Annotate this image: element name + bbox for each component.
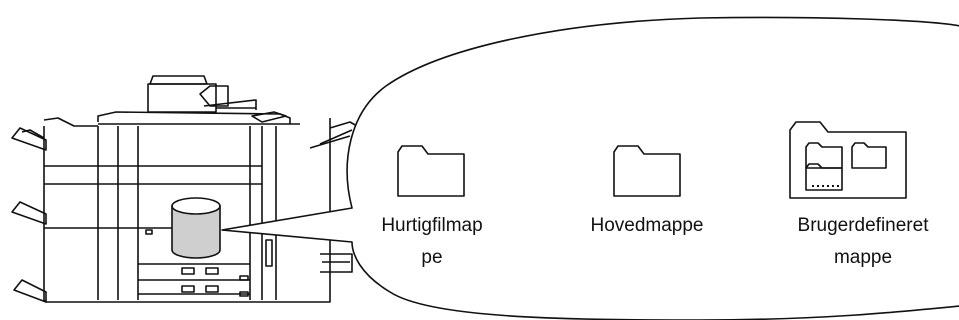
callout-balloon [221, 16, 959, 320]
folder-label-line1: Hovedmappe [590, 215, 704, 236]
folder-label-line2: mappe [833, 247, 893, 268]
folder-with-subfolders-icon [789, 121, 907, 199]
printer-illustration [11, 75, 365, 303]
folder-label-custom: Brugerdefineret mappe [778, 210, 948, 274]
folder-label-main: Hovedmappe [582, 210, 712, 242]
folder-icon [613, 145, 681, 197]
folder-icon [397, 145, 465, 197]
folder-label-line1: Hurtigfilmap [381, 215, 483, 236]
storage-drum-icon [171, 197, 221, 259]
folder-label-line1: Brugerdefineret [797, 215, 929, 236]
folder-label-quick-file: Hurtigfilmap pe [372, 210, 492, 274]
folder-label-line2: pe [421, 247, 443, 268]
